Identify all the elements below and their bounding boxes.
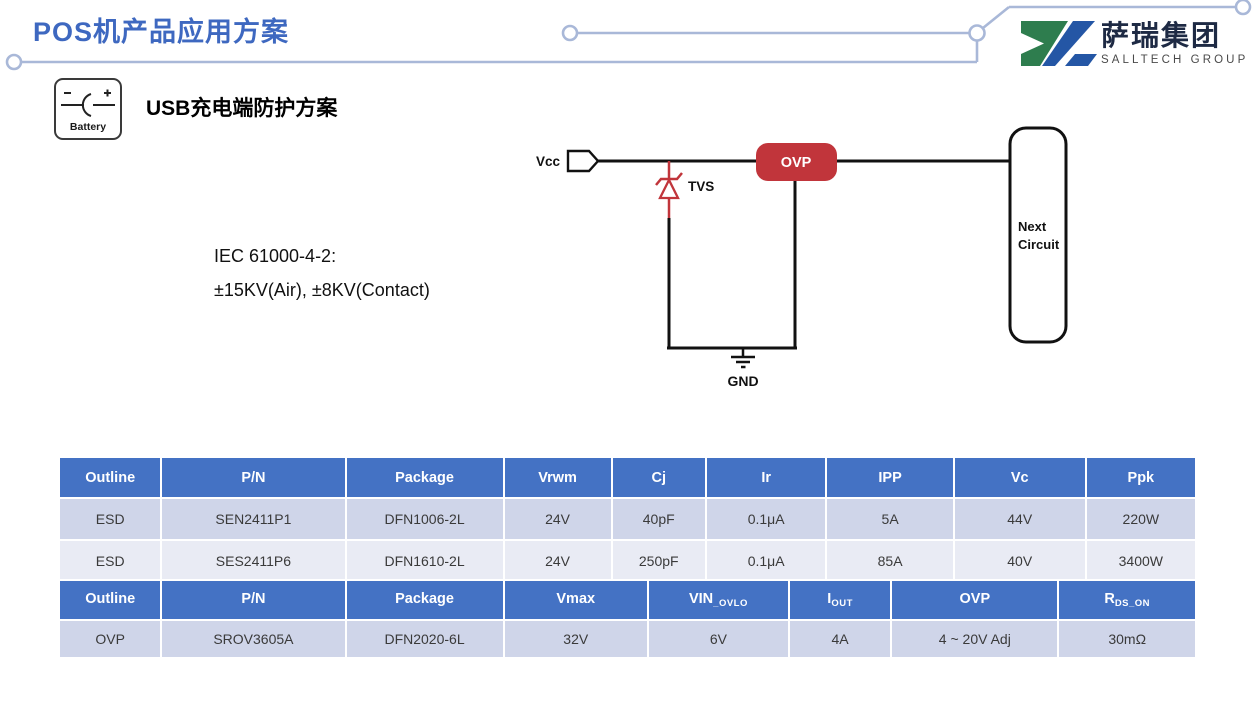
header-base: I	[827, 591, 832, 607]
salltech-logo-icon	[1021, 21, 1097, 66]
ground-icon	[731, 348, 755, 369]
header-base: Outline	[85, 591, 136, 607]
schematic-diagram: Vcc TVS OVP GND Next Circuit	[536, 126, 1068, 389]
col-header: Outline	[57, 456, 163, 499]
col-header: IOUT	[787, 579, 893, 621]
cell: SES2411P6	[160, 539, 347, 583]
header-base: OVP	[959, 591, 991, 607]
iec-note: IEC 61000-4-2: ±15KV(Air), ±8KV(Contact)	[214, 239, 430, 307]
table-row: OVP SROV3605A DFN2020-6L 32V 6V 4A 4 ~ 2…	[57, 619, 1197, 659]
next-circuit-block	[1008, 126, 1068, 344]
circuit-trace-decoration	[5, 0, 1252, 71]
cell: 44V	[952, 497, 1087, 541]
ovp-block	[756, 143, 837, 181]
col-header: Ir	[704, 456, 828, 499]
battery-icon: Battery	[54, 78, 122, 140]
cell: 30mΩ	[1057, 619, 1197, 659]
logo-text: 萨瑞集团 SALLTECH GROUP	[1101, 20, 1251, 67]
section-title-en: USB	[146, 97, 191, 120]
cell: OVP	[57, 619, 163, 659]
col-header: Outline	[57, 579, 163, 621]
cell: 0.1μA	[704, 539, 828, 583]
col-header: Ppk	[1084, 456, 1198, 499]
esd-spec-table: Outline P/N Package Vrwm Cj Ir IPP Vc Pp…	[57, 456, 1198, 583]
cell: SROV3605A	[160, 619, 347, 659]
col-header: Vrwm	[502, 456, 613, 499]
header-base: VIN	[688, 591, 714, 607]
battery-icon-label: Battery	[69, 121, 107, 133]
cell: 220W	[1084, 497, 1198, 541]
cell: 6V	[646, 619, 790, 659]
table-header-row: Outline P/N Package Vrwm Cj Ir IPP Vc Pp…	[57, 456, 1198, 499]
cell: 0.1μA	[704, 497, 828, 541]
cell: ESD	[57, 497, 163, 541]
cell: 40pF	[610, 497, 707, 541]
cell: 4A	[787, 619, 893, 659]
next-circuit-label-line1: Next	[1018, 219, 1047, 234]
header-base: Vmax	[556, 591, 596, 607]
battery-symbol-icon	[61, 89, 115, 117]
logo-name-en: SALLTECH GROUP	[1101, 54, 1249, 66]
cell: SEN2411P1	[160, 497, 347, 541]
cell: DFN1610-2L	[344, 539, 505, 583]
vcc-connector-icon	[566, 149, 600, 173]
page-title: POS机产品应用方案	[33, 17, 290, 47]
col-header: Vmax	[502, 579, 649, 621]
cell: DFN2020-6L	[344, 619, 505, 659]
gnd-label: GND	[727, 373, 758, 389]
col-header: P/N	[160, 579, 347, 621]
header-base: Package	[395, 591, 454, 607]
table-header-row: Outline P/N Package Vmax VIN_OVLO IOUT O…	[57, 579, 1197, 621]
table-row: ESD SES2411P6 DFN1610-2L 24V 250pF 0.1μA…	[57, 539, 1198, 583]
logo-name-zh: 萨瑞集团	[1101, 20, 1222, 51]
cell: 250pF	[610, 539, 707, 583]
col-header: RDS_ON	[1057, 579, 1197, 621]
section-title-zh: 充电端防护方案	[190, 96, 338, 120]
cell: DFN1006-2L	[344, 497, 505, 541]
section-title: USB充电端防护方案	[146, 92, 337, 122]
col-header: P/N	[160, 456, 347, 499]
col-header: Package	[344, 579, 505, 621]
col-header: Cj	[610, 456, 707, 499]
cell: 3400W	[1084, 539, 1198, 583]
cell: 24V	[502, 539, 613, 583]
cell: 24V	[502, 497, 613, 541]
cell: 32V	[502, 619, 649, 659]
iec-note-line2: ±15KV(Air), ±8KV(Contact)	[214, 280, 430, 300]
col-header: VIN_OVLO	[646, 579, 790, 621]
iec-note-line1: IEC 61000-4-2:	[214, 246, 337, 266]
col-header: IPP	[825, 456, 955, 499]
table-row: ESD SEN2411P1 DFN1006-2L 24V 40pF 0.1μA …	[57, 497, 1198, 541]
header-base: P/N	[241, 591, 266, 607]
header-base: R	[1104, 591, 1115, 607]
ovp-block-label: OVP	[781, 155, 812, 171]
cell: 40V	[952, 539, 1087, 583]
cell: ESD	[57, 539, 163, 583]
col-header: Package	[344, 456, 505, 499]
cell: 4 ~ 20V Adj	[890, 619, 1060, 659]
cell: 85A	[825, 539, 955, 583]
col-header: Vc	[952, 456, 1087, 499]
col-header: OVP	[890, 579, 1060, 621]
header-sub: DS_ON	[1114, 598, 1151, 609]
tvs-diode-icon	[655, 161, 683, 349]
next-circuit-label-line2: Circuit	[1018, 237, 1060, 252]
vcc-label: Vcc	[536, 154, 561, 169]
header-sub: _OVLO	[713, 598, 748, 609]
ovp-spec-table: Outline P/N Package Vmax VIN_OVLO IOUT O…	[57, 579, 1197, 659]
tvs-label: TVS	[688, 179, 714, 194]
header-sub: OUT	[831, 598, 853, 609]
cell: 5A	[825, 497, 955, 541]
